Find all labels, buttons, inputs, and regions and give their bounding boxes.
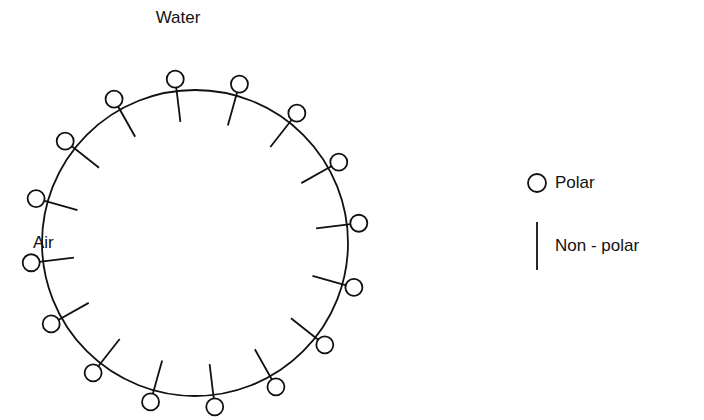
region-label: Air	[33, 233, 54, 253]
polar-head	[345, 279, 362, 296]
polar-head	[85, 364, 102, 381]
polar-head	[231, 76, 248, 93]
polar-head	[316, 336, 333, 353]
non-polar-symbol	[536, 222, 538, 270]
non-polar-tail	[98, 339, 120, 367]
polar-head	[106, 91, 123, 108]
polar-head	[167, 71, 184, 88]
polar-head	[28, 190, 45, 207]
non-polar-tail	[255, 349, 272, 379]
legend-text: Non - polar	[555, 236, 639, 256]
non-polar-tail	[176, 87, 180, 122]
polar-head	[350, 215, 367, 232]
air-bubble: Air	[41, 89, 349, 397]
polar-head	[206, 398, 223, 415]
non-polar-tail	[58, 303, 88, 320]
bubble-outline	[41, 89, 349, 397]
medium-label: Water	[156, 8, 201, 28]
legend-text: Polar	[555, 173, 595, 193]
non-polar-tail	[210, 364, 214, 399]
non-polar-tail	[301, 166, 331, 183]
non-polar-tail	[316, 224, 351, 228]
polar-head	[23, 254, 40, 271]
polar-symbol	[528, 174, 546, 192]
polar-head	[288, 105, 305, 122]
polar-head	[330, 154, 347, 171]
non-polar-tail	[39, 258, 74, 262]
non-polar-tail	[312, 276, 346, 285]
polar-head	[267, 378, 284, 395]
polar-head	[142, 393, 159, 410]
polar-head	[43, 315, 60, 332]
non-polar-tail	[291, 318, 319, 340]
surfactant-layer	[23, 71, 368, 416]
non-polar-tail	[228, 92, 237, 126]
non-polar-tail	[270, 119, 292, 147]
non-polar-tail	[118, 106, 135, 136]
non-polar-tail	[44, 201, 78, 210]
non-polar-tail	[71, 146, 99, 168]
non-polar-tail	[153, 360, 162, 394]
polar-head	[57, 133, 74, 150]
